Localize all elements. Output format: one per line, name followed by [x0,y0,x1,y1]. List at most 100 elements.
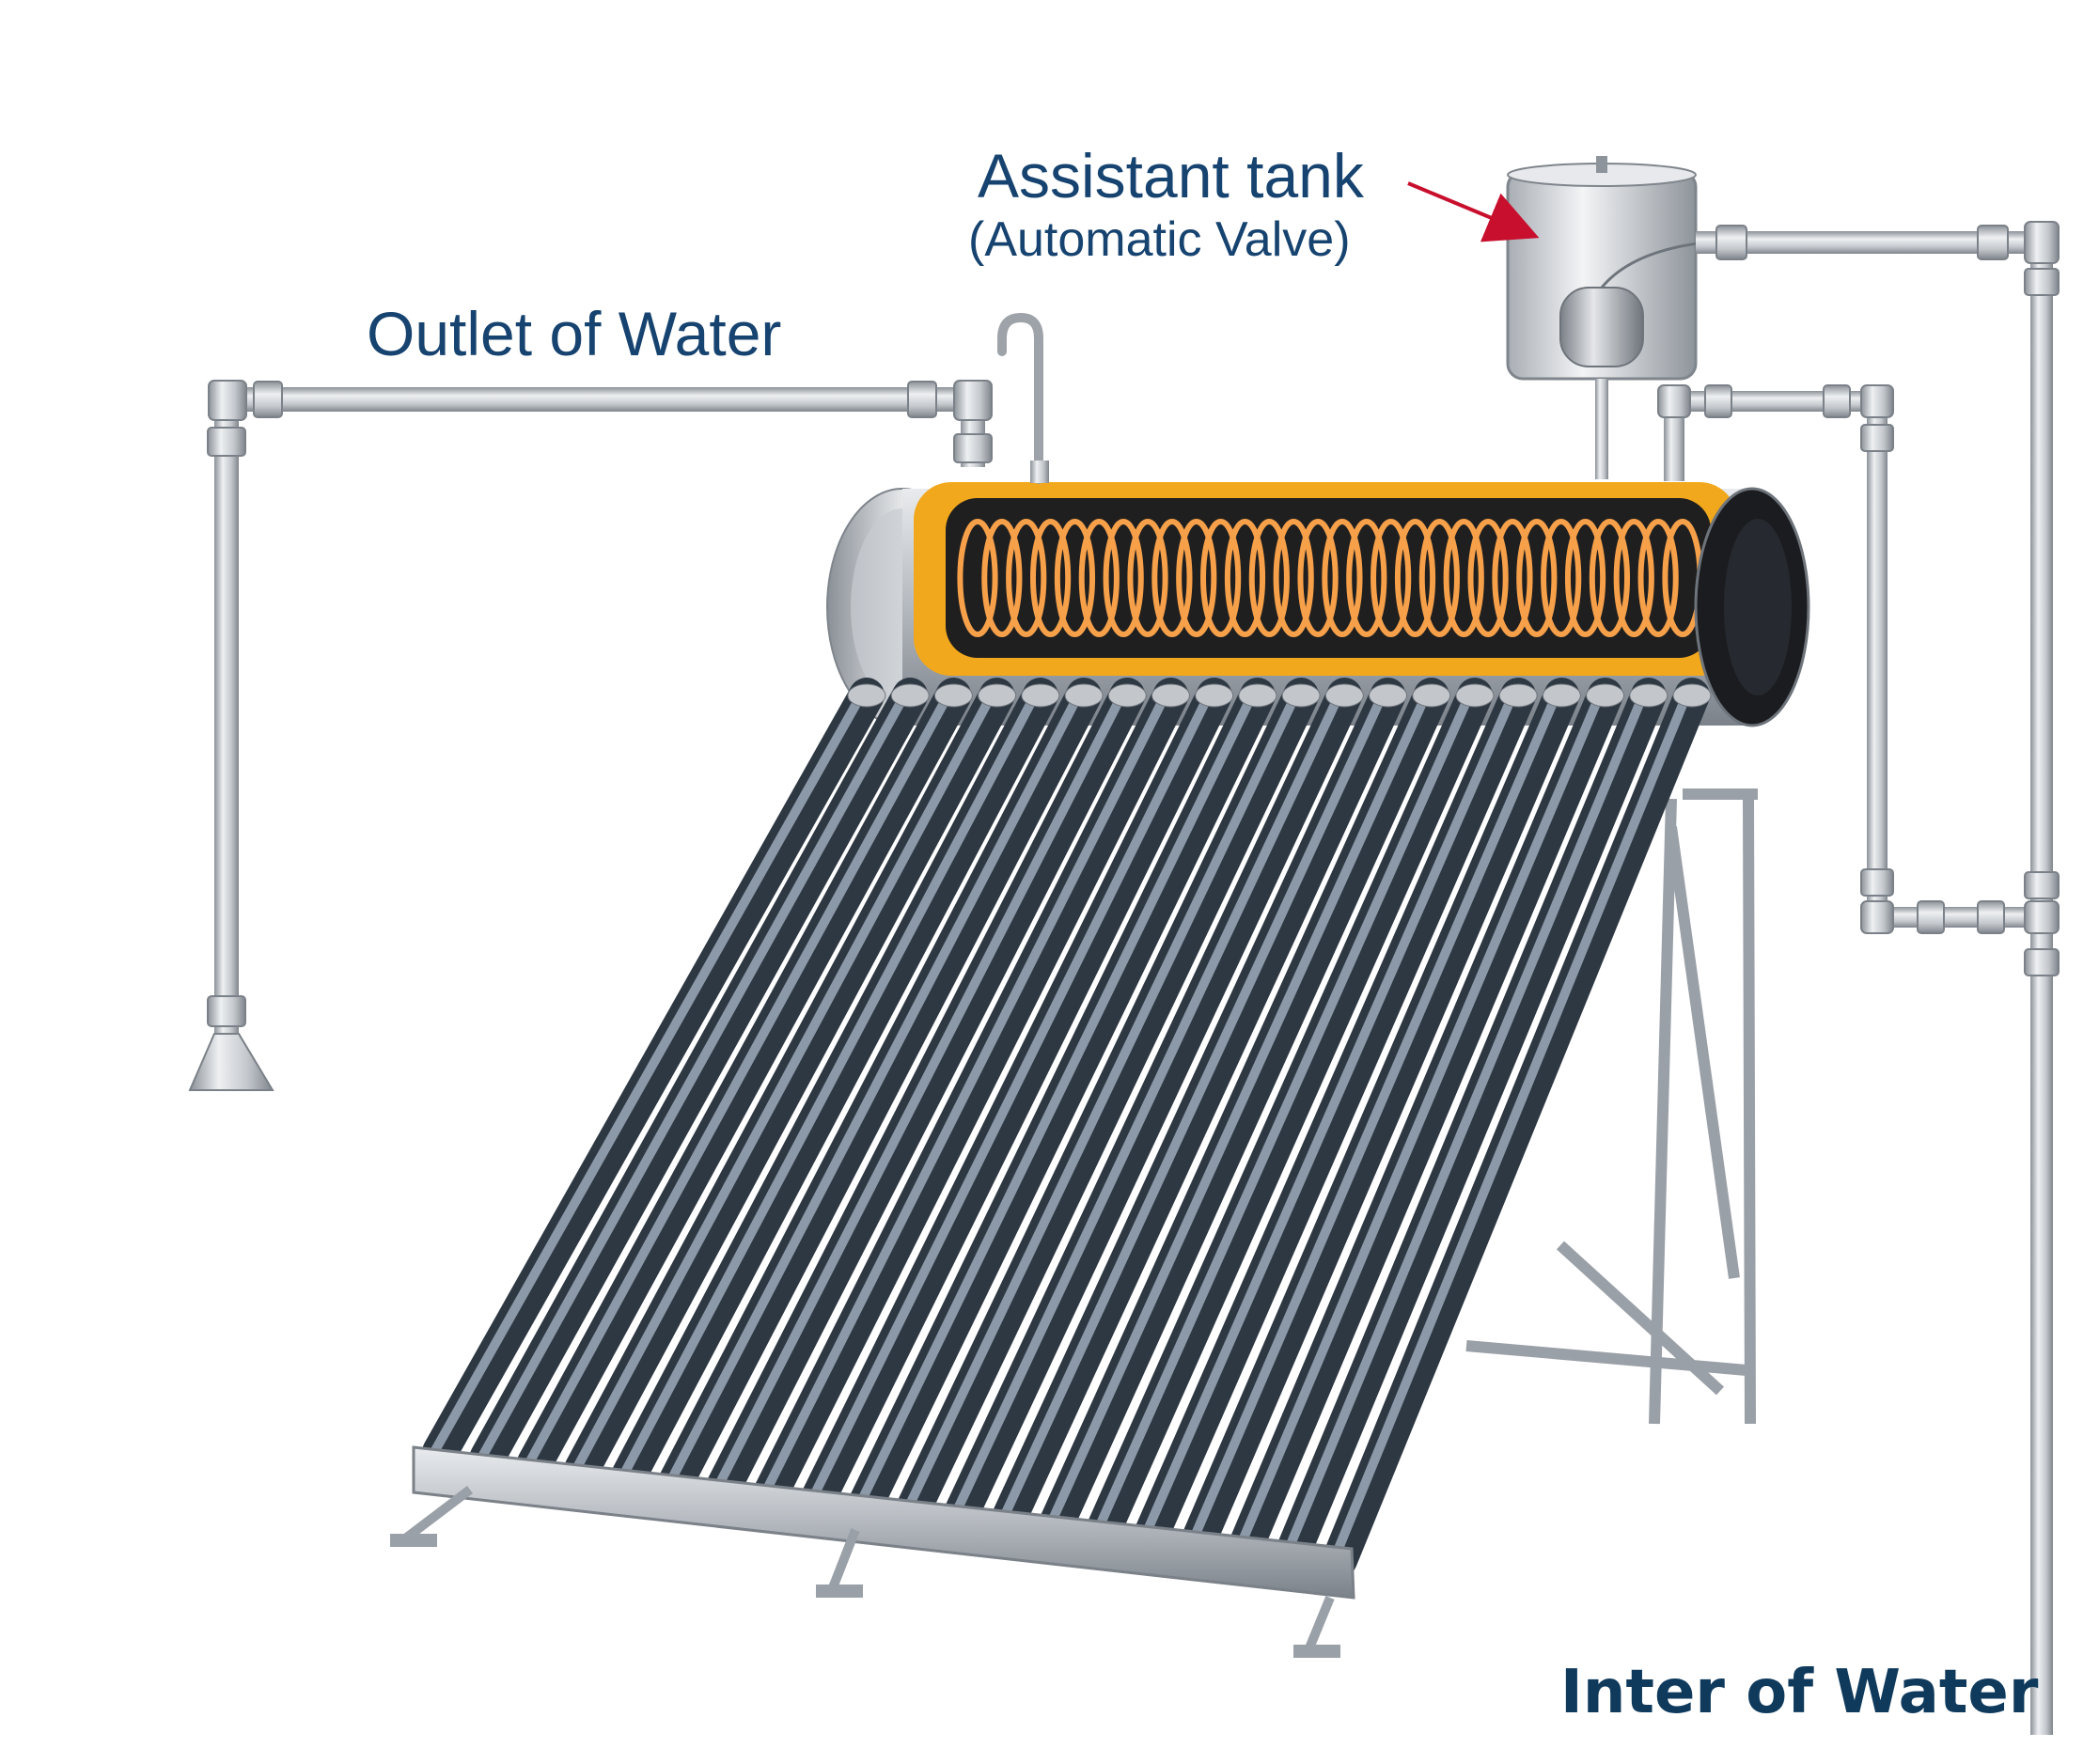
vacuum-tube-highlight [1044,691,1431,1531]
vacuum-tube-highlight [1186,691,1561,1548]
coil-loop [1394,519,1436,637]
vacuum-tube [753,678,1189,1510]
tube-collar [1021,683,1060,708]
tube-collar [1195,683,1234,708]
tube-collar [1151,683,1190,708]
tube-collar [1412,683,1451,708]
tube-collar [1672,683,1712,708]
tube-collar [1629,683,1668,708]
tube-collar [847,683,886,708]
vacuum-tube-highlight [1281,691,1648,1559]
tube-collar [1586,683,1625,708]
coil-loop [1006,519,1047,637]
vacuum-tube-highlight [1139,691,1518,1542]
tube-collar [1542,683,1581,708]
vacuum-tube [1037,678,1449,1544]
tube-collar [978,683,1017,708]
tube-collar [1281,683,1321,708]
tube-collar [1369,683,1408,708]
vacuum-tube-highlight [997,691,1387,1525]
vacuum-tube [706,678,1146,1505]
vacuum-tube-highlight [1234,691,1605,1553]
heat-exchange-coil [957,519,1703,637]
vacuum-tube [611,678,1058,1493]
funnel-icon [188,1033,274,1091]
vacuum-tube-highlight [807,691,1214,1503]
vacuum-tube [1085,678,1493,1550]
tube-collar [890,683,930,708]
vacuum-tube-highlight [760,691,1170,1497]
vacuum-tube [658,678,1103,1499]
tube-collar [1107,683,1147,708]
coil-loop [1467,519,1509,637]
vacuum-tube [1179,678,1580,1561]
coil-loop [1322,519,1363,637]
inlet-pipe [1657,221,2060,1735]
tube-collar [1238,683,1277,708]
vacuum-tube-highlight [430,691,866,1457]
vacuum-tube-highlight [572,691,996,1475]
tube-collar [1324,683,1364,708]
coil-loop [1492,519,1533,637]
vacuum-tube-highlight [1329,691,1691,1565]
bottom-rail [390,1445,1355,1658]
vacuum-tube [469,678,929,1476]
tube-collar [1455,683,1495,708]
vacuum-tube [895,678,1320,1527]
vacuum-tube-highlight [1092,691,1474,1537]
vacuum-tube-highlight [855,691,1257,1508]
vacuum-tube [800,678,1232,1516]
vacuum-tube-highlight [950,691,1344,1520]
vacuum-tube [422,678,885,1470]
vacuum-tube-highlight [619,691,1040,1480]
callout-arrow [1407,181,1540,242]
coil-loop [1248,519,1290,637]
coil-loop [1443,519,1484,637]
vacuum-tube-highlight [666,691,1084,1486]
vacuum-tubes [422,678,1712,1578]
coil-loop [1127,519,1168,637]
coil-loop [1346,519,1387,637]
coil-loop [1541,519,1582,637]
coil-loop [1151,519,1193,637]
coil-loop [1371,519,1412,637]
vent-pipe-icon [997,312,1049,484]
coil-loop [1176,519,1217,637]
coil-loop [1200,519,1242,637]
coil-loop [1054,519,1096,637]
vacuum-tube-highlight [713,691,1127,1491]
coil-loop [1103,519,1144,637]
coil-loop [1564,519,1606,637]
coil-loop [981,519,1023,637]
coil-loop [957,519,998,637]
outlet-pipe [207,380,993,1036]
coil-loop [1613,519,1654,637]
vacuum-tube [1132,678,1537,1555]
coil-loop [1273,519,1314,637]
assistant-tank-label: Assistant tank [978,141,1365,211]
coil-loop [1589,519,1631,637]
outlet-label: Outlet of Water [367,299,781,368]
automatic-valve-label: (Automatic Valve) [968,212,1351,267]
coil-loop [1078,519,1120,637]
storage-tank [826,482,1810,727]
tube-collar [933,683,973,708]
coil-loop [1297,519,1339,637]
coil-loop [1224,519,1266,637]
vacuum-tube-highlight [524,691,953,1469]
vacuum-tube [1227,678,1623,1567]
coil-loop [1029,519,1072,637]
tube-collar [1064,683,1104,708]
vacuum-tube [1322,678,1710,1578]
tube-collar [1498,683,1538,708]
vacuum-tube [516,678,972,1482]
vacuum-tube [564,678,1015,1488]
coil-loop [1418,519,1460,637]
vacuum-tube [1274,678,1667,1572]
coil-loop [1637,519,1679,637]
vacuum-tube [990,678,1406,1538]
vacuum-tube-highlight [477,691,910,1463]
coil-loop [1516,519,1558,637]
support-frame [1465,788,1758,1425]
